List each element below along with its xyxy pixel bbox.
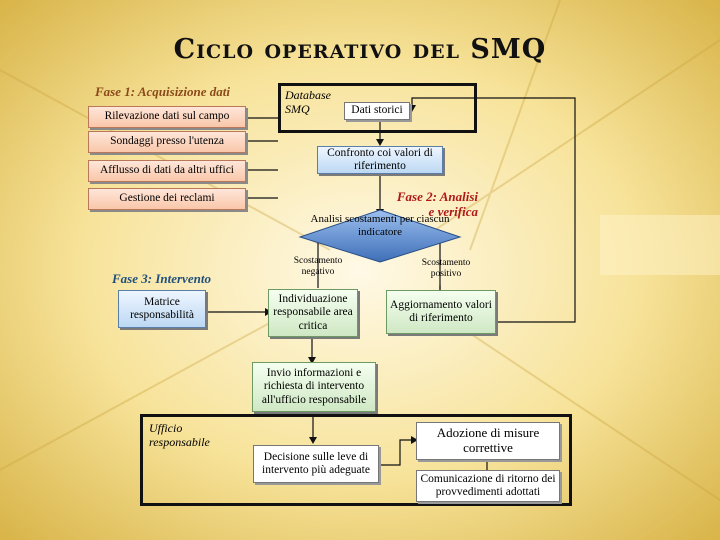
dati-storici-label: Dati storici [351,104,402,117]
decisione-label: Decisione sulle leve di intervento più a… [254,451,378,477]
matrice-label: Matrice responsabilità [119,296,205,322]
analisi-label: Analisi scostamenti per ciascun indicato… [310,213,450,238]
individuazione-box: Individuazione responsabile area critica [268,289,358,337]
decisione-box: Decisione sulle leve di intervento più a… [253,445,379,483]
input-sondaggi-label: Sondaggi presso l'utenza [110,135,224,148]
phase-3-label: Fase 3: Intervento [112,272,211,287]
aggiornamento-box: Aggiornamento valori di riferimento [386,290,496,334]
aggiornamento-label: Aggiornamento valori di riferimento [387,299,495,325]
input-sondaggi: Sondaggi presso l'utenza [88,131,246,153]
input-afflusso-label: Afflusso di dati da altri uffici [100,164,234,177]
adozione-box: Adozione di misure correttive [416,422,560,460]
invio-box: Invio informazioni e richiesta di interv… [252,362,376,412]
invio-label: Invio informazioni e richiesta di interv… [253,367,375,407]
confronto-box: Confronto coi valori di riferimento [317,146,443,174]
comunicazione-label: Comunicazione di ritorno dei provvedimen… [417,473,559,499]
page-title: Ciclo operativo del SMQ [0,34,720,65]
ufficio-label: Ufficio responsabile [149,422,229,450]
input-rilevazione-label: Rilevazione dati sul campo [105,110,230,123]
input-rilevazione: Rilevazione dati sul campo [88,106,246,128]
input-afflusso: Afflusso di dati da altri uffici [88,160,246,182]
phase-1-label: Fase 1: Acquisizione dati [95,85,230,100]
input-reclami: Gestione dei reclami [88,188,246,210]
comunicazione-box: Comunicazione di ritorno dei provvedimen… [416,470,560,502]
input-reclami-label: Gestione dei reclami [119,192,214,205]
matrice-box: Matrice responsabilità [118,290,206,328]
confronto-label: Confronto coi valori di riferimento [318,147,442,173]
dati-storici-box: Dati storici [344,102,410,120]
scostamento-negativo-label: Scostamento negativo [280,256,356,278]
database-label: Database SMQ [285,89,345,117]
adozione-label: Adozione di misure correttive [417,426,559,456]
scostamento-positivo-label: Scostamento positivo [408,258,484,280]
individuazione-label: Individuazione responsabile area critica [269,293,357,333]
